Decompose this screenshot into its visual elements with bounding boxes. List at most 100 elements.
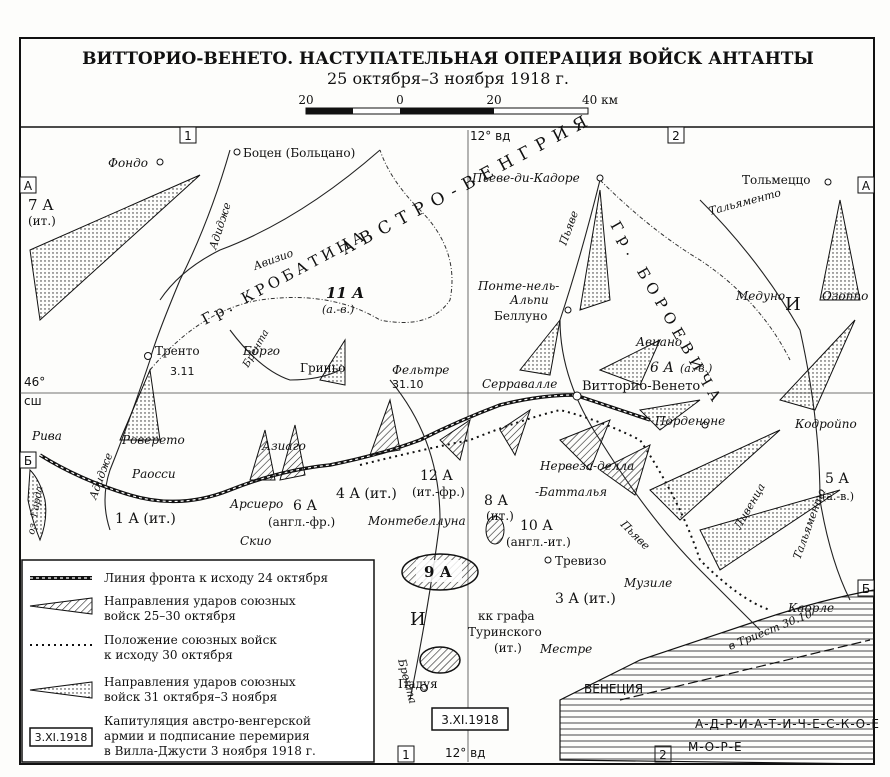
legend-label: Линия фронта к исходу 24 октября — [104, 571, 328, 585]
legend-label: Направления ударов союзных — [104, 594, 296, 608]
place-musile: Музиле — [623, 576, 672, 590]
corps-turinsky: (ит.) — [494, 641, 522, 655]
grid-col-label: 1 — [184, 129, 192, 143]
sea-label: М-О-Р-Е — [688, 740, 743, 754]
place-schio: Скио — [240, 534, 271, 548]
place-meduno: Медуно — [735, 289, 785, 303]
place-aviano: Авиано — [635, 335, 682, 349]
place-padua: Падуя — [398, 677, 438, 691]
place-caorle: Каорле — [787, 601, 834, 615]
army-7a: 7 А — [28, 196, 54, 214]
place-pieve: Пьеве-ди-Кадоре — [471, 171, 580, 185]
place-feltre: Фельтре — [392, 363, 449, 377]
position-30oct — [359, 408, 771, 611]
legend-label: войск 31 октября–3 ноября — [104, 690, 277, 704]
grid-row-label: А — [24, 179, 33, 193]
scale-label: 0 — [396, 93, 404, 107]
army-1a: 1 А (ит.) — [115, 511, 176, 527]
army-6a-sub: (англ.-фр.) — [268, 515, 335, 529]
reserve-zone — [485, 515, 505, 545]
reserve-zone — [419, 646, 461, 674]
place-mestre: Местре — [539, 642, 592, 656]
legend-label: армии и подписание перемирия — [104, 729, 310, 743]
place-montebelluna: Монтебеллуна — [367, 514, 466, 528]
front-line-24oct-inner — [39, 394, 651, 503]
armistice-box — [431, 707, 509, 731]
army-5a-sub: (а.-в.) — [822, 490, 854, 503]
scale-label: 20 — [486, 93, 501, 107]
grid-col-label: 2 — [672, 129, 680, 143]
army-6a-ah-sub: (а.-в.) — [680, 362, 712, 375]
scale-label: 20 — [298, 93, 313, 107]
legend-label: в Вилла-Джусти 3 ноября 1918 г. — [104, 744, 316, 758]
date-trento: 3.11 — [170, 365, 195, 378]
place-borgo: Борго — [242, 344, 280, 358]
river-label: Адидже — [206, 200, 234, 251]
army-3a: 3 А (ит.) — [555, 591, 616, 607]
trieste-route — [619, 639, 871, 701]
army-7a-sub: (ит.) — [28, 214, 56, 228]
map-title: ВИТТОРИО-ВЕНЕТО. НАСТУПАТЕЛЬНАЯ ОПЕРАЦИЯ… — [82, 47, 814, 69]
place-ponte: Понте-нель- — [477, 279, 559, 293]
army-8a-sub: (ит.) — [486, 509, 514, 523]
lake-garda — [27, 468, 47, 542]
parallel-label: 46° — [24, 375, 45, 389]
place-fondo: Фондо — [108, 156, 148, 170]
river-label: Тальяменто — [707, 186, 782, 218]
place-pordenone: Порденоне — [654, 414, 725, 428]
army-6a-ah: 6 А — [650, 360, 674, 376]
army-11a-sub: (а.-в.) — [322, 303, 354, 316]
army-9a: 9 А — [424, 563, 453, 581]
scale-label: 40 км — [582, 93, 618, 107]
river-label: Адидже — [86, 451, 115, 502]
place-codroipo: Кодройпо — [794, 417, 857, 431]
attack-arrows-31-3 — [29, 174, 861, 571]
legend-label: войск 25–30 октября — [104, 609, 236, 623]
place-arsiero: Арсиеро — [229, 497, 283, 511]
place-vittorio-veneto: Витторио-Венето — [582, 379, 700, 394]
army-boundary — [149, 149, 453, 371]
army-10a-sub: (англ.-ит.) — [506, 535, 571, 549]
army-boundary — [599, 179, 791, 361]
legend-label: Положение союзных войск — [104, 633, 277, 647]
grid-col-label: 1 — [402, 748, 410, 762]
meridian-label: 12° вд — [470, 129, 510, 143]
legend-label: Направления ударов союзных — [104, 675, 296, 689]
region-italy: И — [410, 609, 426, 630]
place-nervesa: -Батталья — [535, 485, 607, 499]
corps-turinsky: кк графа — [478, 609, 534, 623]
place-treviso: Тревизо — [555, 554, 606, 568]
legend-box-date: 3.XI.1918 — [35, 731, 88, 744]
attack-arrows-25-30 — [249, 398, 651, 496]
grid-row-label: А — [862, 179, 871, 193]
parallel-label: сш — [24, 394, 42, 408]
place-belluno: Беллуно — [494, 309, 547, 323]
corps-turinsky: Туринского — [468, 625, 542, 639]
place-rovereto: Роверето — [121, 433, 185, 447]
legend-label: Капитуляция австро-венгерской — [104, 714, 311, 728]
legend-label: к исходу 30 октября — [104, 648, 233, 662]
city-markers — [144, 148, 832, 692]
place-riva: Рива — [31, 429, 62, 443]
place-grigno: Гриньо — [300, 361, 345, 375]
army-8a: 8 А — [484, 493, 508, 509]
place-raossi: Раосси — [131, 467, 176, 481]
place-venezia: ВЕНЕЦИЯ — [584, 682, 643, 696]
army-6a: 6 А — [293, 498, 317, 514]
river-label: Пьяве — [556, 208, 581, 247]
place-nervesa: Нервеза-делла — [539, 459, 634, 473]
place-osoppo: Озоппо — [822, 289, 868, 303]
place-trento: Тренто — [155, 344, 200, 358]
army-5a: 5 А — [825, 471, 849, 487]
place-serravalle: Серравалле — [482, 377, 557, 391]
grid-row-label: Б — [862, 582, 870, 596]
army-12a-sub: (ит.-фр.) — [412, 485, 465, 499]
place-tolmezzo: Тольмеццо — [742, 173, 810, 187]
legend: Линия фронта к исходу 24 октября Направл… — [21, 559, 375, 763]
army-4a: 4 А (ит.) — [336, 486, 397, 502]
map-frame — [19, 37, 875, 765]
army-11a: 11 А — [326, 284, 364, 302]
place-asiago: Азиаго — [261, 439, 306, 453]
